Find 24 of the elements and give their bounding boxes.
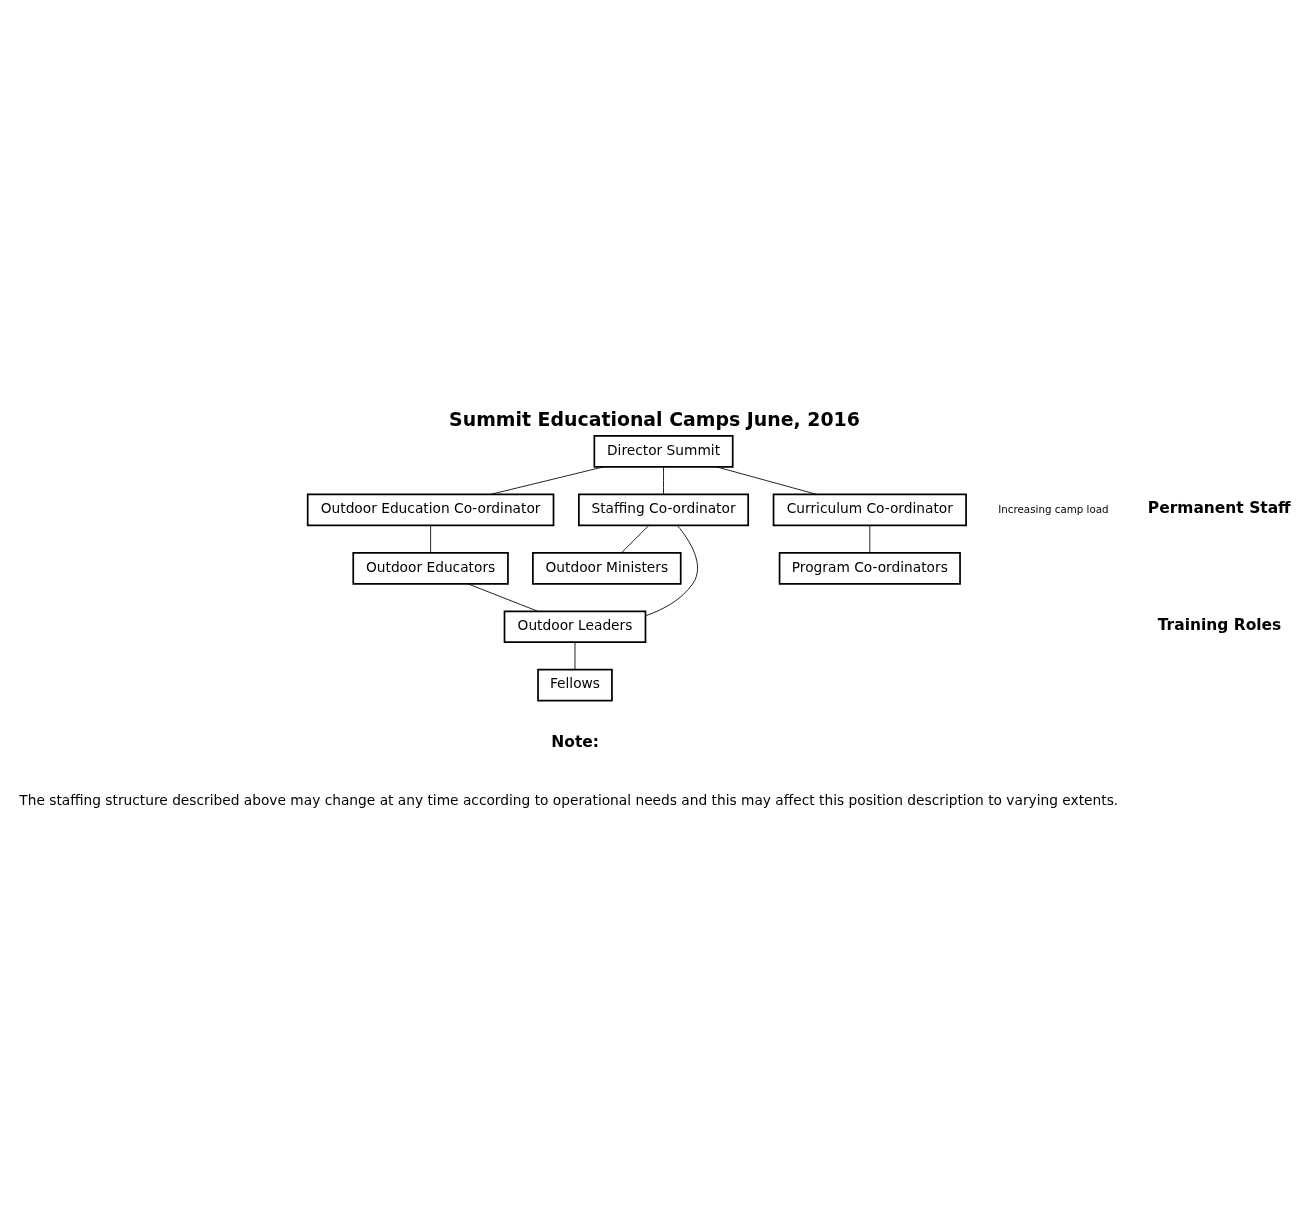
node-box: Outdoor Educators (352, 551, 509, 585)
connector (663, 466, 664, 495)
node-box: Staffing Co-ordinator (578, 493, 750, 527)
connector (645, 525, 698, 617)
node-box: Outdoor Leaders (503, 610, 647, 644)
label: Training Roles (1157, 615, 1282, 634)
label: Permanent Staff (1147, 498, 1291, 517)
label: Increasing camp load (998, 502, 1109, 515)
connector (621, 525, 650, 553)
node-box: Outdoor Education Co-ordinator (306, 493, 555, 527)
connector (574, 642, 576, 670)
connector (716, 466, 818, 495)
connector (430, 525, 432, 553)
connector (467, 583, 539, 612)
label: The staffing structure described above may change at any time according to operational needs and this may affect this position description to varying extents. (19, 792, 1119, 809)
node-box: Fellows (537, 668, 613, 702)
node-box: Outdoor Ministers (532, 551, 682, 585)
diagram-title: Summit Educational Camps June, 2016 (449, 408, 860, 431)
node-box: Curriculum Co-ordinator (772, 493, 967, 527)
label: Note: (551, 732, 600, 751)
node-box: Director Summit (593, 435, 734, 468)
node-box: Program Co-ordinators (778, 551, 961, 585)
connector (869, 525, 871, 553)
connector (490, 466, 604, 495)
